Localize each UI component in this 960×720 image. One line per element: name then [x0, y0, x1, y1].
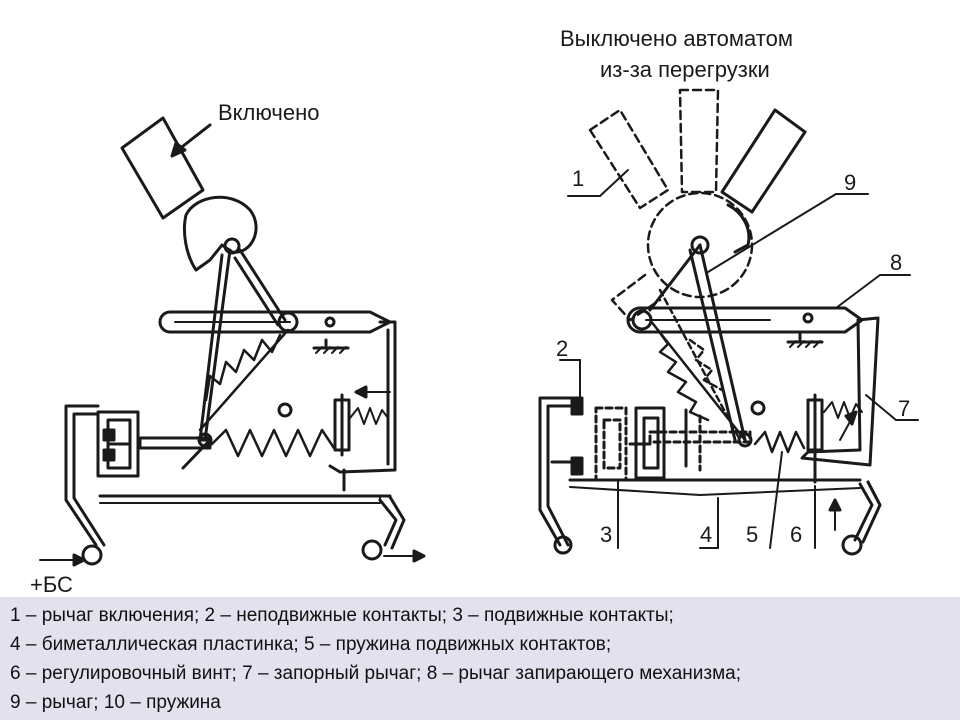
right-pivot-support [786, 332, 824, 348]
adjustment-screw-6 [806, 393, 863, 484]
caption-line-1: 1 – рычаг включения; 2 – неподвижные кон… [10, 605, 674, 626]
left-pivot-support [312, 338, 350, 354]
label-3: 3 [600, 522, 613, 547]
label-on: Включено [218, 100, 320, 125]
left-contact-block [96, 410, 140, 478]
left-latch-lever [158, 310, 392, 334]
right-contact-rod [648, 408, 753, 472]
locking-lever-7 [800, 316, 880, 467]
left-label-arrow [170, 123, 212, 158]
label-tripped-line1: Выключено автоматом [560, 26, 793, 51]
label-7: 7 [898, 396, 911, 421]
pointer-4 [699, 497, 719, 549]
left-terminals [39, 495, 426, 567]
label-4: 4 [700, 522, 713, 547]
lever-8 [626, 306, 864, 334]
left-handle [120, 116, 258, 272]
left-link-main [203, 248, 232, 442]
left-horizontal-spring [210, 428, 336, 458]
label-8: 8 [890, 250, 903, 275]
pointer-8 [835, 274, 911, 309]
caption-line-4: 9 – рычаг; 10 – пружина [10, 692, 221, 713]
caption-line-3: 6 – регулировочный винт; 7 – запорный ры… [10, 663, 741, 684]
label-5: 5 [746, 522, 759, 547]
right-terminals [553, 480, 882, 556]
label-tripped-line2: из-за перегрузки [600, 57, 770, 82]
caption-line-2: 4 – биметаллическая пластинка; 5 – пружи… [10, 634, 612, 655]
left-right-bracket [328, 320, 397, 492]
left-mechanism-on [39, 116, 426, 567]
lever-9 [648, 243, 747, 442]
left-contact-rod [138, 432, 213, 470]
pointer-1 [567, 169, 629, 197]
right-diagonal-spring [648, 288, 747, 442]
pointer-9 [707, 193, 869, 273]
right-pivot-dot [750, 400, 766, 416]
pointer-7 [865, 394, 919, 421]
fixed-contacts-2 [538, 396, 584, 547]
left-pivot-dot [277, 402, 293, 418]
circuit-breaker-diagram [39, 88, 919, 567]
pointer-2 [559, 359, 581, 397]
spring-5 [753, 430, 806, 454]
movable-contacts-3b [628, 406, 666, 480]
label-1: 1 [572, 166, 585, 191]
label-2: 2 [556, 336, 569, 361]
label-9: 9 [844, 170, 857, 195]
caption-panel: 1 – рычаг включения; 2 – неподвижные кон… [0, 597, 960, 720]
right-handle [690, 108, 807, 255]
left-diagonal-spring [198, 328, 290, 432]
left-frame-bracket [64, 404, 106, 547]
label-6: 6 [790, 522, 803, 547]
movable-contacts-3 [594, 406, 628, 482]
pointer-5 [769, 451, 783, 549]
label-terminal: +БС [30, 572, 73, 597]
right-mechanism-tripped [538, 88, 919, 556]
